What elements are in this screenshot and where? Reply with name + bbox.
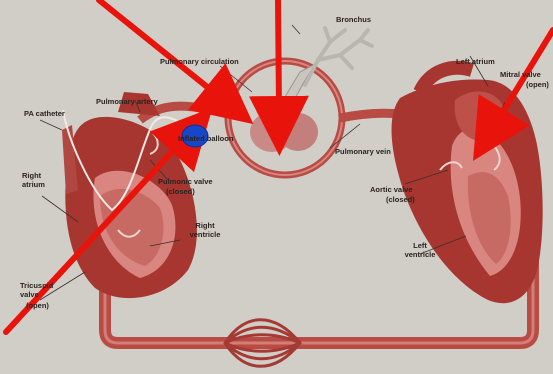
label-pa-catheter: PA catheter bbox=[24, 110, 65, 119]
label-left-atrium: Left atrium bbox=[456, 58, 495, 67]
label-aortic-valve: Aortic valve bbox=[370, 186, 413, 195]
label-pulmonary-artery: Pulmonary artery bbox=[96, 98, 158, 107]
label-right-atrium: Right atrium bbox=[22, 172, 54, 189]
label-bronchus: Bronchus bbox=[336, 16, 371, 25]
label-tricuspid-valve-state: (open) bbox=[26, 302, 49, 311]
label-aortic-valve-state: (closed) bbox=[386, 196, 415, 205]
label-left-ventricle: Left ventricle bbox=[398, 242, 442, 259]
label-tricuspid-valve: Tricuspid valve bbox=[20, 282, 58, 299]
label-right-ventricle: Right ventricle bbox=[182, 222, 228, 239]
label-mitral-valve: Mitral valve bbox=[500, 71, 541, 80]
label-pulmonary-circulation: Pulmonary circulation bbox=[160, 58, 239, 67]
label-mitral-valve-state: (open) bbox=[526, 81, 549, 90]
red-arrow-2 bbox=[278, 0, 279, 108]
label-pulmonary-vein: Pulmonary vein bbox=[335, 148, 391, 157]
label-inflated-balloon: Inflated balloon bbox=[178, 135, 233, 144]
label-pulmonic-valve: Pulmonic valve bbox=[158, 178, 213, 187]
label-pulmonic-valve-state: (closed) bbox=[166, 188, 195, 197]
